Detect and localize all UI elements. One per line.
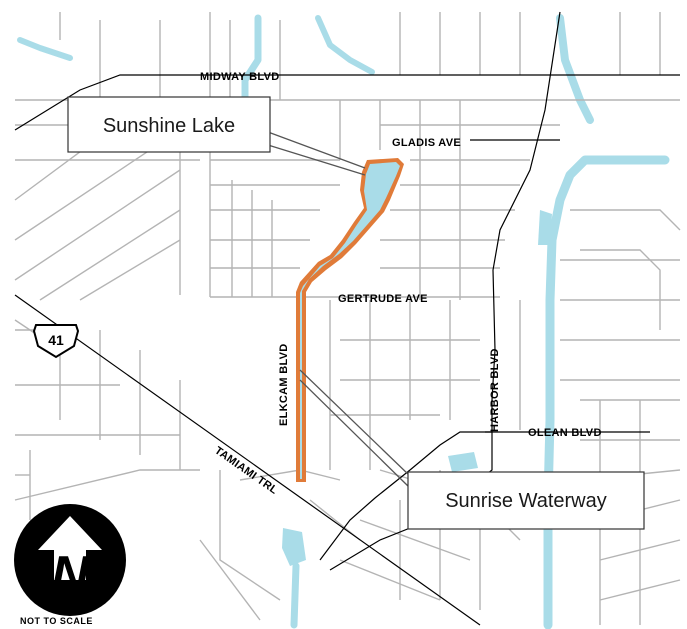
- canal-northeast: [556, 14, 594, 124]
- not-to-scale-note: NOT TO SCALE: [20, 616, 93, 626]
- us-route-shield: 41: [32, 324, 80, 359]
- callout-sunshine-lake: Sunshine Lake: [67, 96, 366, 176]
- callout-box-lake: [67, 96, 271, 153]
- water-pool-east: [538, 210, 552, 245]
- canal-northwest: [17, 37, 73, 61]
- north-arrow-icon: [38, 516, 102, 580]
- label-harbor-blvd: HARBOR BLVD: [489, 348, 501, 432]
- north-letter: N: [51, 546, 90, 604]
- callout-label-waterway: Sunrise Waterway: [445, 490, 607, 512]
- north-arrow: N: [14, 504, 126, 616]
- sunrise-waterway-outline: [296, 158, 404, 482]
- callout-sunrise-waterway: Sunrise Waterway: [299, 369, 645, 530]
- canal-south: [290, 562, 300, 629]
- label-gladis-ave: GLADIS AVE: [392, 137, 461, 149]
- road-midway-blvd: [14, 74, 680, 131]
- label-elkcam-blvd: ELKCAM BLVD: [278, 343, 290, 426]
- road-tamiami-trl: [14, 294, 481, 626]
- route-number: 41: [48, 332, 64, 348]
- label-midway-blvd: MIDWAY BLVD: [200, 71, 280, 83]
- label-olean-blvd: OLEAN BLVD: [528, 427, 602, 439]
- canal-north-b: [315, 15, 375, 75]
- water-pool-olean: [448, 452, 478, 472]
- label-gertrude-ave: GERTRUDE AVE: [338, 293, 428, 305]
- callout-label-lake: Sunshine Lake: [103, 115, 235, 137]
- road-olean-blvd-west: [319, 431, 492, 561]
- callout-box-waterway: [407, 471, 645, 530]
- major-roads: [14, 11, 680, 626]
- water-pool-south: [282, 528, 306, 566]
- highlighted-waterway: [296, 158, 404, 482]
